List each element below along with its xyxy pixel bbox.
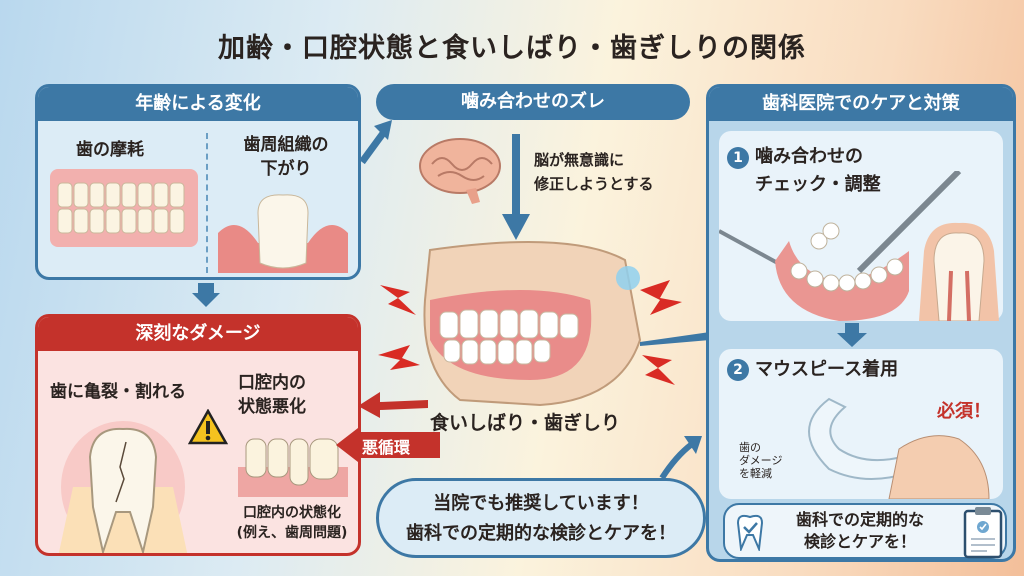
footer-line2: 検診とケアを！: [803, 532, 916, 551]
aging-panel: 年齢による変化 歯の摩耗 歯周組織の 下がり: [35, 84, 361, 280]
brain-line2: 修正しようとする: [534, 175, 654, 193]
warning-icon: [188, 409, 228, 445]
vicious-cycle-arrow: 悪循環: [336, 428, 440, 462]
oral-line1: 口腔内の: [238, 373, 306, 393]
step1-line2: チェック・調整: [755, 174, 881, 195]
brain-text: 脳が無意識に 修正しようとする: [534, 148, 654, 196]
care-header: 歯科医院でのケアと対策: [709, 87, 1013, 121]
footer-text: 歯科での定期的な 検診とケアを！: [777, 509, 943, 553]
gum-recession-illustration: [218, 194, 348, 273]
care-footer: 歯科での定期的な 検診とケアを！: [723, 503, 1007, 559]
step1-number: 1: [727, 147, 749, 169]
misalign-header: 噛み合わせのズレ: [376, 84, 690, 120]
damage-header: 深刻なダメージ: [38, 317, 358, 351]
jaw-illustration: [378, 241, 682, 407]
footer-line1: 歯科での定期的な: [795, 510, 924, 529]
gum-line1: 歯周組織の: [243, 135, 329, 155]
step1-label: 噛み合わせの チェック・調整: [755, 143, 881, 199]
clipboard-icon: [963, 507, 1003, 559]
worn-teeth-illustration: [50, 169, 198, 247]
oral-line2: 状態悪化: [238, 397, 306, 417]
arrow-to-bubble-icon: [659, 436, 702, 480]
recommend-line1: 当院でも推奨しています！: [433, 493, 649, 514]
note-line1: 歯の: [739, 441, 761, 454]
cycle-arrow-icon: [336, 428, 440, 462]
step2-label: マウスピース着用: [755, 359, 899, 380]
recommend-line2: 歯科での定期的な検診とケアを！: [406, 523, 676, 544]
damage-panel: 深刻なダメージ 歯に亀裂・割れる 口腔内の 状態悪化 口腔内の状態化 (例え、歯…: [35, 314, 361, 556]
arrow-to-damage-icon: [358, 392, 428, 418]
wear-label: 歯の摩耗: [76, 140, 144, 160]
down-arrow-icon: [502, 134, 530, 240]
recommend-bubble: 当院でも推奨しています！ 歯科での定期的な検診とケアを！: [376, 478, 706, 558]
note-line1: 口腔内の状態化: [243, 505, 341, 521]
cracked-tooth-illustration: [58, 421, 188, 553]
oral-note: 口腔内の状態化 (例え、歯周問題): [224, 503, 358, 543]
step1-card: 1 噛み合わせの チェック・調整: [719, 131, 1003, 321]
mouthpiece-illustration: [808, 397, 990, 499]
mouthpiece-note: 歯の ダメージ を軽減: [739, 441, 782, 480]
must-label: 必須！: [937, 401, 991, 422]
vicious-cycle-label: 悪循環: [362, 438, 411, 457]
step2-card: 2 マウスピース着用 必須！ 歯の ダメージ を軽減: [719, 349, 1003, 499]
aging-header: 年齢による変化: [38, 87, 358, 121]
note-line2: ダメージ: [739, 454, 783, 467]
note-line3: を軽減: [739, 467, 772, 480]
note-line2: (例え、歯周問題): [236, 525, 348, 541]
bruxism-label: 食いしばり・歯ぎしり: [430, 412, 621, 434]
step1-line1: 噛み合わせの: [755, 146, 863, 167]
gum-recession-label: 歯周組織の 下がり: [226, 133, 346, 181]
connector-line: [640, 332, 710, 346]
page-title: 加齢・口腔状態と食いしばり・歯ぎしりの関係: [218, 33, 806, 64]
step2-number: 2: [727, 359, 749, 381]
tooth-check-icon: [736, 514, 764, 551]
care-panel: 歯科医院でのケアと対策 1 噛み合わせの チェック・調整 2 マウスピース着用 …: [706, 84, 1016, 562]
brain-icon: [419, 138, 501, 204]
crack-label: 歯に亀裂・割れる: [50, 382, 186, 402]
gum-line2: 下がり: [260, 159, 312, 179]
oral-worse-label: 口腔内の 状態悪化: [238, 371, 306, 419]
arrow-to-misalign-icon: [359, 120, 392, 165]
down-arrow-icon: [837, 323, 867, 347]
occlusion-check-illustration: [719, 171, 999, 321]
down-arrow-icon: [192, 283, 220, 307]
divider: [206, 133, 208, 273]
receding-gum-illustration: [238, 438, 348, 497]
brain-line1: 脳が無意識に: [534, 151, 625, 169]
